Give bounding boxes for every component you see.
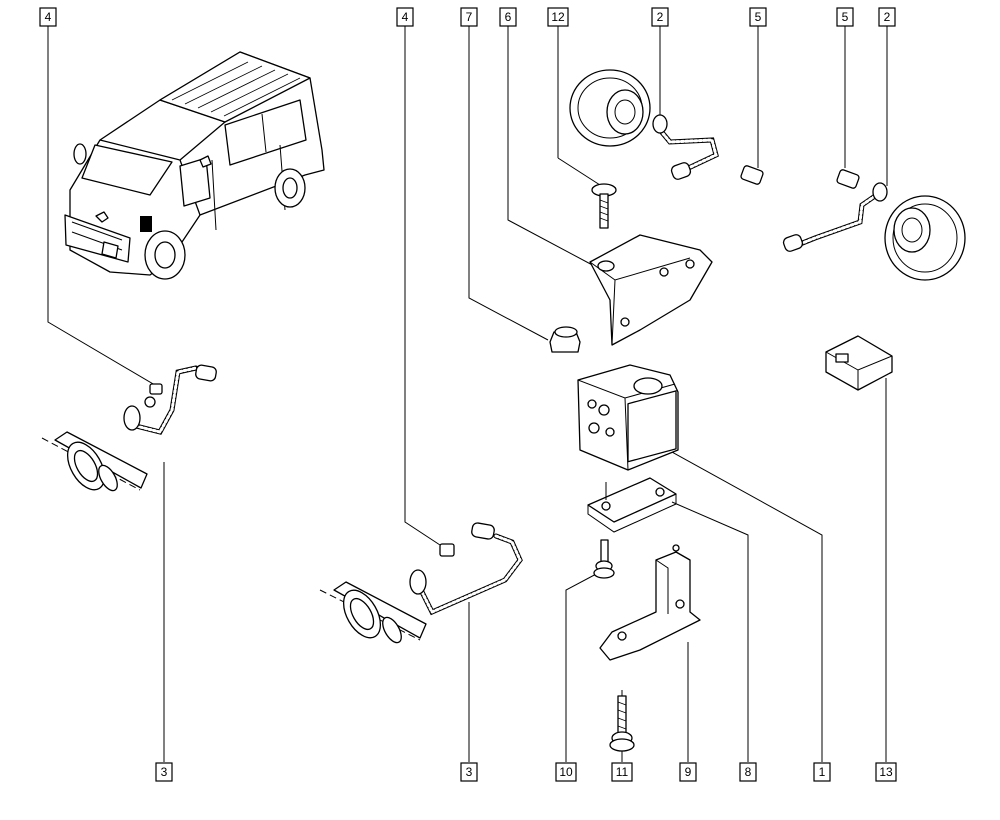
yaw-rate-sensor [825,335,893,391]
callout-top-2: 4 [396,7,414,27]
callout-label: 7 [466,10,473,24]
callout-label: 4 [45,10,52,24]
callout-label: 2 [884,10,891,24]
callout-top-3: 7 [460,7,478,27]
van-illustration [64,51,325,280]
callout-top-4: 6 [499,7,517,27]
wheel-speed-sensor-center [409,522,523,616]
grommet-7 [549,326,581,353]
rear-brake-disc-right [884,195,966,281]
callout-label: 3 [161,765,168,779]
front-axle-left [41,431,148,492]
screw-12 [591,183,617,229]
bracket-9 [599,544,701,661]
callout-label: 5 [842,10,849,24]
callout-bottom-5: 9 [679,762,697,782]
callout-label: 6 [505,10,512,24]
callout-bottom-4: 11 [611,762,633,782]
callout-label: 10 [559,765,573,779]
abs-support-bracket [589,234,713,346]
screw-10 [593,539,615,579]
callout-label: 1 [819,765,826,779]
abs-hydraulic-unit [577,364,679,471]
callout-top-5: 12 [547,7,569,27]
front-axle-center [319,581,427,644]
wheel-speed-sensor-top [652,114,764,185]
callout-bottom-1: 3 [155,762,173,782]
callout-top-9: 2 [878,7,896,27]
screw-11 [609,695,635,752]
callout-bottom-6: 8 [739,762,757,782]
callout-label: 2 [657,10,664,24]
callout-label: 4 [402,10,409,24]
wheel-speed-sensor-right [782,169,888,252]
callout-label: 11 [616,765,629,779]
rear-brake-disc-left [569,69,651,147]
callout-top-7: 5 [749,7,767,27]
callout-label: 3 [466,765,473,779]
callout-label: 5 [755,10,762,24]
callout-bottom-3: 10 [555,762,577,782]
callout-label: 12 [551,10,565,24]
callout-top-6: 2 [651,7,669,27]
callout-bottom-8: 13 [875,762,897,782]
callout-label: 13 [879,765,893,779]
callout-bottom-2: 3 [460,762,478,782]
callout-label: 9 [685,765,692,779]
callout-label: 8 [745,765,752,779]
callout-bottom-7: 1 [813,762,831,782]
wheel-speed-sensor-left [123,364,217,435]
callout-top-8: 5 [836,7,854,27]
bracket-8 [587,477,677,533]
callout-top-1: 4 [39,7,57,27]
